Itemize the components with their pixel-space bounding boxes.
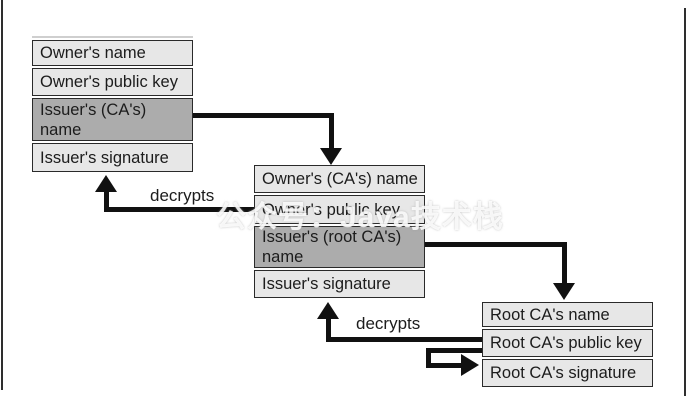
cell-label: Issuer's (root CA's) name (262, 228, 402, 266)
cell-label: Root CA's name (490, 305, 610, 324)
cell-label: Issuer's signature (262, 275, 391, 293)
arrow-decrypts-cert2-vertical (326, 319, 331, 342)
arrow-cert1-to-cert2-vertical (329, 113, 334, 150)
cert3-row-root-ca-name: Root CA's name (482, 302, 653, 327)
decrypts-label-1: decrypts (150, 186, 215, 205)
page-frame-left (1, 0, 3, 390)
cell-label: Owner's name (40, 44, 146, 62)
arrow-decrypts-cert1-vertical (104, 190, 109, 212)
arrow-selfloop-vertical (426, 348, 431, 368)
arrow-selfloop-top (426, 348, 482, 353)
certificate-box-owner: Owner's name Owner's public key Issuer's… (32, 40, 193, 174)
cell-label: Owner's public key (40, 73, 178, 91)
cell-label: Issuer's (CA's) name (40, 100, 147, 139)
arrow-selfloop-bottom (426, 363, 462, 368)
cert2-row-issuer-root-ca-name: Issuer's (root CA's) name (254, 226, 425, 268)
decrypts-label-2: decrypts (356, 314, 421, 333)
arrow-decrypts-cert1-horizontal (104, 207, 254, 212)
arrow-cert2-to-cert3-vertical (562, 242, 567, 284)
certificate-box-intermediate-ca: Owner's (CA's) name Owner's public key I… (254, 165, 425, 300)
cert3-row-root-ca-signature: Root CA's signature (482, 359, 653, 387)
arrow-right-icon (461, 354, 479, 376)
arrow-down-icon (553, 283, 575, 300)
arrow-down-icon (320, 148, 342, 165)
cert1-row-owner-name: Owner's name (32, 40, 193, 66)
certificate-box-root-ca: Root CA's name Root CA's public key Root… (482, 302, 653, 389)
arrow-up-icon (95, 175, 117, 192)
cell-label: Owner's public key (262, 200, 400, 219)
cell-label: Owner's (CA's) name (262, 170, 418, 188)
cell-label: Root CA's public key (490, 334, 642, 352)
cert2-row-owner-public-key: Owner's public key (254, 195, 425, 224)
arrow-cert2-to-cert3-horizontal (425, 242, 567, 247)
cert1-row-issuer-ca-name: Issuer's (CA's) name (32, 98, 193, 141)
arrow-cert1-to-cert2-horizontal (193, 113, 334, 118)
cell-label: Issuer's signature (40, 148, 169, 167)
arrow-decrypts-cert2-horizontal (326, 337, 482, 342)
cert1-row-owner-public-key: Owner's public key (32, 68, 193, 96)
cert3-row-root-ca-public-key: Root CA's public key (482, 329, 653, 357)
cert2-row-issuer-signature: Issuer's signature (254, 270, 425, 298)
arrow-up-icon (317, 302, 339, 319)
cert2-row-owner-ca-name: Owner's (CA's) name (254, 165, 425, 193)
cert1-row-issuer-signature: Issuer's signature (32, 143, 193, 172)
highlight-line (32, 36, 193, 38)
page-frame-right (684, 8, 686, 396)
cell-label: Root CA's signature (490, 364, 637, 382)
